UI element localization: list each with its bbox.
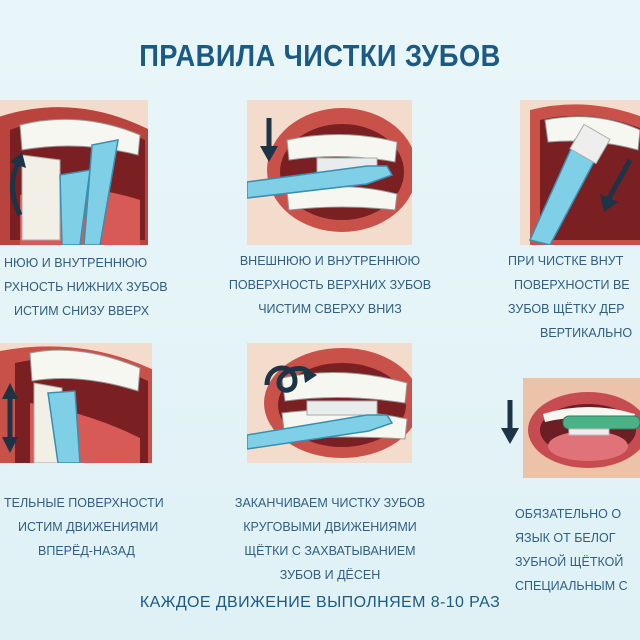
caption-line: СПЕЦИАЛЬНЫМ С: [515, 579, 628, 593]
illustration-chewing: [0, 343, 152, 463]
caption-line: НЮЮ И ВНУТРЕННЮЮ: [4, 256, 148, 270]
caption-line: ПОВЕРХНОСТЬ ВЕРХНИХ ЗУБОВ: [228, 278, 432, 292]
caption-line: ЗУБОВ ЩЁТКУ ДЕР: [508, 302, 625, 316]
caption-line: КРУГОВЫМИ ДВИЖЕНИЯМИ: [243, 520, 417, 534]
caption-line: ИСТИМ ДВИЖЕНИЯМИ: [18, 520, 159, 534]
caption-line: ЗУБНОЙ ЩЁТКОЙ: [515, 555, 624, 569]
caption-line: ПРИ ЧИСТКЕ ВНУТ: [508, 254, 624, 268]
illustration-upper-outer: [247, 100, 412, 245]
caption-line: ВЕРТИКАЛЬНО: [540, 326, 633, 340]
caption-lower-inner: НЮЮ И ВНУТРЕННЮЮ РХНОСТЬ НИЖНИХ ЗУБОВ ИС…: [4, 251, 168, 323]
caption-upper-outer: ВНЕШНЮЮ И ВНУТРЕННЮЮ ПОВЕРХНОСТЬ ВЕРХНИХ…: [210, 249, 450, 321]
illustration-vertical: [520, 100, 640, 245]
illustration-lower-inner: [0, 100, 148, 245]
caption-line: ЧИСТИМ СВЕРХУ ВНИЗ: [258, 302, 402, 316]
caption-line: ЩЁТКИ С ЗАХВАТЫВАНИЕМ: [244, 544, 416, 558]
caption-line: ПОВЕРХНОСТИ ВЕ: [514, 278, 630, 292]
illustration-circular: [247, 343, 412, 463]
illustration-tongue: [523, 378, 640, 478]
caption-vertical: ПРИ ЧИСТКЕ ВНУТ ПОВЕРХНОСТИ ВЕ ЗУБОВ ЩЁТ…: [508, 249, 632, 345]
caption-line: ИСТИМ СНИЗУ ВВЕРХ: [14, 304, 150, 318]
caption-line: ВПЕРЁД-НАЗАД: [38, 544, 135, 558]
caption-tongue: ОБЯЗАТЕЛЬНО О ЯЗЫК ОТ БЕЛОГ ЗУБНОЙ ЩЁТКО…: [515, 502, 628, 598]
caption-line: ЗУБОВ И ДЁСЕН: [279, 568, 381, 582]
caption-line: ВНЕШНЮЮ И ВНУТРЕННЮЮ: [239, 254, 421, 268]
caption-line: РХНОСТЬ НИЖНИХ ЗУБОВ: [4, 280, 168, 294]
caption-chewing: ТЕЛЬНЫЕ ПОВЕРХНОСТИ ИСТИМ ДВИЖЕНИЯМИ ВПЕ…: [4, 491, 164, 563]
caption-line: ЗАКАНЧИВАЕМ ЧИСТКУ ЗУБОВ: [234, 496, 426, 510]
caption-line: ОБЯЗАТЕЛЬНО О: [515, 507, 622, 521]
caption-line: ЯЗЫК ОТ БЕЛОГ: [515, 531, 616, 545]
caption-circular: ЗАКАНЧИВАЕМ ЧИСТКУ ЗУБОВ КРУГОВЫМИ ДВИЖЕ…: [210, 491, 450, 587]
caption-line: ТЕЛЬНЫЕ ПОВЕРХНОСТИ: [4, 496, 164, 510]
footer-note: КАЖДОЕ ДВИЖЕНИЕ ВЫПОЛНЯЕМ 8-10 РАЗ: [139, 594, 501, 611]
down-arrow-icon: [499, 398, 521, 446]
page-title: ПРАВИЛА ЧИСТКИ ЗУБОВ: [139, 38, 501, 73]
